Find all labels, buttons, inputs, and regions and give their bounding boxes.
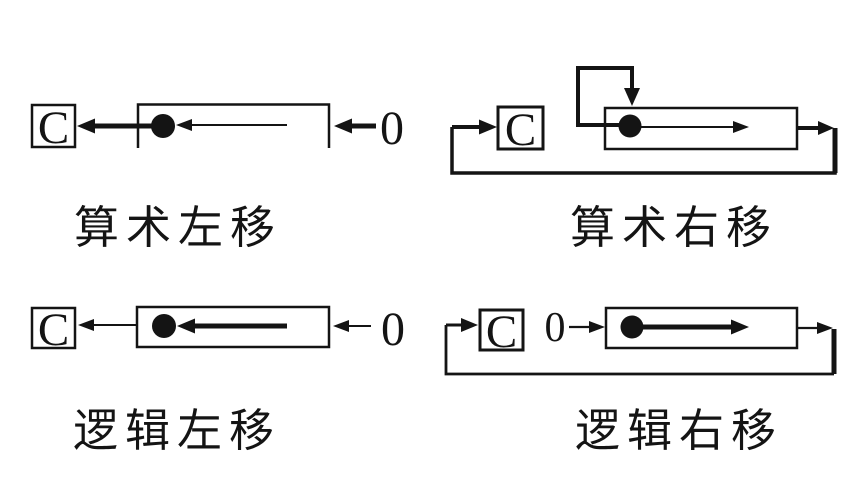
zero-in-arrow <box>334 118 376 134</box>
sign-bit-dot <box>152 314 176 338</box>
zero-in-arrow <box>333 320 371 332</box>
arrowhead-right-icon <box>731 319 749 335</box>
arrowhead-right-icon <box>461 318 478 332</box>
sign-bit-dot <box>618 114 642 138</box>
register-out-arrow <box>797 322 833 334</box>
carry-out-arrow <box>77 118 163 134</box>
arrowhead-left-icon <box>176 119 192 131</box>
register-out-arrow <box>797 121 834 135</box>
zero-label: 0 <box>545 305 566 351</box>
arrowhead-left-icon <box>78 319 94 331</box>
zero-label: 0 <box>380 102 404 155</box>
carry-box <box>478 308 525 352</box>
carry-flag-label: C <box>38 304 69 356</box>
shift-right-arrow <box>634 319 749 335</box>
arrowhead-right-icon <box>589 321 605 333</box>
arrowhead-left-icon <box>333 320 349 332</box>
arrowhead-left-icon <box>334 118 352 134</box>
feedback-path <box>444 318 837 376</box>
register-box <box>604 306 799 350</box>
zero-in-arrow <box>569 321 605 333</box>
diagram-caption: 算术右移 <box>570 203 778 253</box>
sign-extend-loop <box>576 66 640 127</box>
feedback-path <box>450 119 838 175</box>
carry-out-arrow <box>78 319 137 331</box>
carry-box <box>30 306 77 350</box>
diagram-logical-left-shift: C 0 逻辑左移 <box>30 303 405 456</box>
carry-flag-label: C <box>505 104 536 156</box>
carry-flag-label: C <box>486 306 517 358</box>
shift-left-arrow <box>177 318 287 334</box>
shift-left-arrow <box>176 119 287 131</box>
arrowhead-right-icon <box>479 119 497 135</box>
register-box <box>603 106 799 151</box>
diagram-caption: 算术左移 <box>74 203 282 253</box>
zero-label: 0 <box>381 303 405 356</box>
arrowhead-right-icon <box>818 121 834 135</box>
diagram-arithmetic-right-shift: C 算术右移 <box>450 66 838 253</box>
shift-right-arrow <box>632 121 749 133</box>
diagram-caption: 逻辑左移 <box>73 406 281 456</box>
arrowhead-down-icon <box>624 88 640 106</box>
diagram-logical-right-shift: C 0 逻辑右移 <box>444 305 837 456</box>
carry-flag-label: C <box>38 102 69 154</box>
sign-bit-dot <box>620 315 644 339</box>
register-box <box>135 305 331 349</box>
arrowhead-right-icon <box>733 121 749 133</box>
arrowhead-right-icon <box>817 322 833 334</box>
carry-box <box>30 103 77 149</box>
arrowhead-left-icon <box>77 118 95 134</box>
diagram-arithmetic-left-shift: C 0 算术左移 <box>30 102 404 253</box>
carry-box <box>496 105 545 151</box>
sign-bit-dot <box>151 114 175 138</box>
diagram-caption: 逻辑右移 <box>575 406 783 456</box>
arrowhead-left-icon <box>177 318 195 334</box>
